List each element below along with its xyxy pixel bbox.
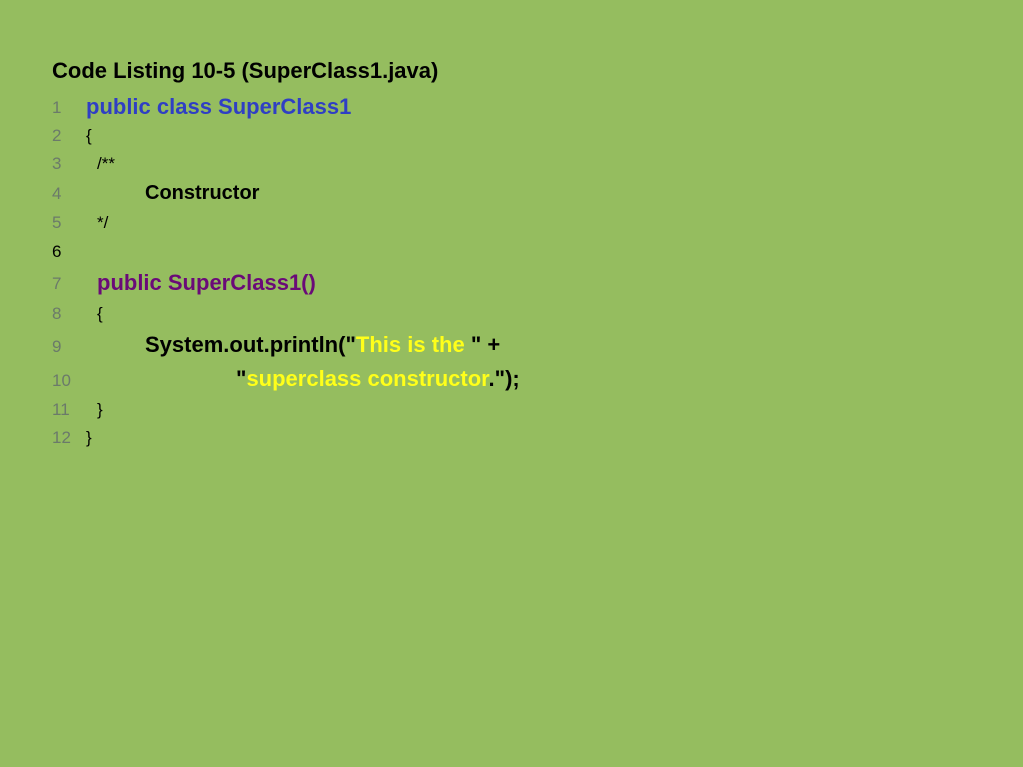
- constructor-declaration: public SuperClass1(): [97, 270, 316, 295]
- statement-end: .");: [488, 366, 520, 391]
- comment-start: /**: [97, 154, 115, 173]
- concat-operator: " +: [470, 332, 501, 357]
- println-call: System.out.println(": [145, 332, 356, 357]
- line-number: 2: [52, 126, 62, 145]
- close-brace: }: [97, 400, 103, 419]
- open-brace: {: [97, 304, 103, 323]
- listing-title: Code Listing 10-5 (SuperClass1.java): [52, 58, 439, 83]
- open-brace: {: [86, 126, 92, 145]
- string-literal: This is the: [355, 332, 471, 357]
- line-number: 7: [52, 274, 62, 293]
- line-number: 8: [52, 304, 62, 323]
- close-brace: }: [86, 428, 92, 447]
- line-number: 4: [52, 184, 62, 203]
- comment-end: */: [97, 213, 109, 232]
- line-number: 6: [52, 242, 62, 261]
- string-continuation: "superclass constructor.");: [236, 366, 520, 392]
- comment-text: Constructor: [145, 182, 260, 204]
- line-number: 3: [52, 154, 62, 173]
- line-number: 1: [52, 98, 62, 117]
- line-number: 5: [52, 213, 62, 232]
- open-quote: ": [236, 366, 247, 391]
- line-number: 11: [52, 400, 70, 419]
- class-declaration: public class SuperClass1: [86, 94, 352, 119]
- line-number: 10: [52, 371, 71, 390]
- line-number: 9: [52, 337, 62, 356]
- string-literal: superclass constructor: [246, 366, 489, 391]
- println-statement: System.out.println("This is the " +: [145, 332, 500, 358]
- line-number: 12: [52, 428, 71, 447]
